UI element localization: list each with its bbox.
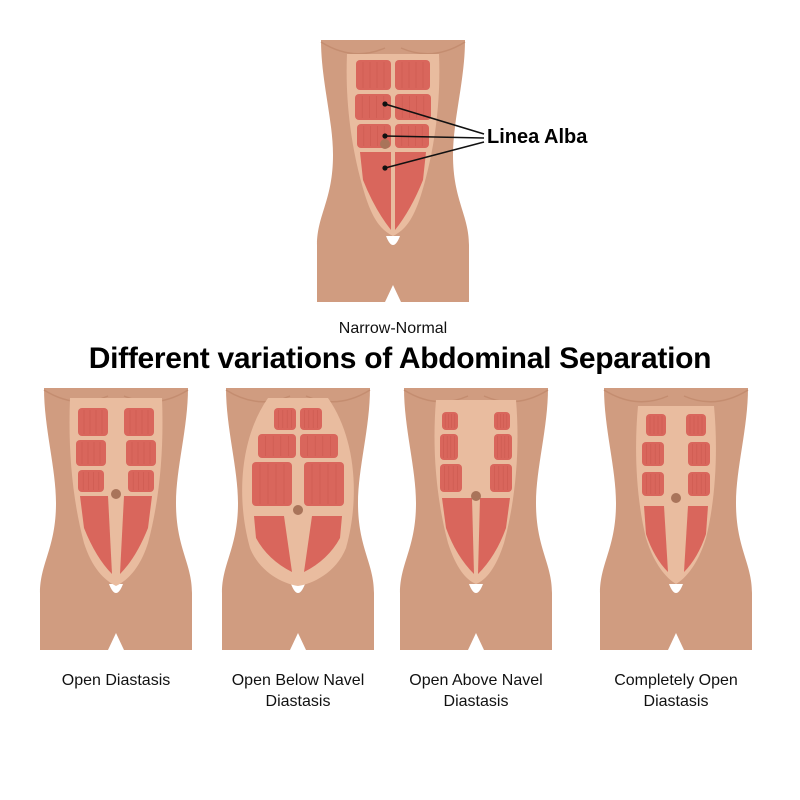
rectus-segment: [646, 414, 666, 436]
rectus-segment: [252, 462, 292, 506]
rectus-segment: [128, 470, 154, 492]
rectus-lower-right: [684, 506, 708, 572]
rectus-segment: [688, 442, 710, 466]
rectus-segment: [356, 60, 391, 90]
rectus-lower-right: [120, 496, 152, 574]
navel: [293, 505, 303, 515]
rectus-segment: [494, 412, 510, 430]
figure-label-open-diastasis: Open Diastasis: [61, 672, 171, 689]
rectus-segment: [490, 464, 512, 492]
rectus-lower-left: [360, 152, 391, 230]
linea-alba-pointer-lines: [382, 101, 485, 171]
rectus-segment: [126, 440, 156, 466]
rectus-lower-left: [644, 506, 668, 572]
rectus-segment: [642, 442, 664, 466]
navel: [380, 139, 390, 149]
rectus-lower-right: [478, 498, 510, 574]
rectus-lower-right: [304, 516, 342, 572]
rectus-lower-right: [395, 152, 426, 230]
rectus-segment: [395, 94, 431, 120]
rectus-segment: [304, 462, 344, 506]
rectus-segment: [395, 60, 430, 90]
linea-alba-label: Linea Alba: [487, 126, 588, 148]
torso-completely-open: [600, 388, 752, 650]
crotch-gap: [386, 236, 400, 245]
crotch-gap: [109, 584, 123, 593]
page-title: Different variations of Abdominal Separa…: [88, 342, 712, 375]
rectus-segment: [442, 412, 458, 430]
torso-open-above-navel: [400, 388, 552, 650]
figure-label-open-below-navel: Open Below Navel Diastasis: [231, 672, 365, 710]
rectus-segment: [78, 408, 108, 436]
rectus-segment: [440, 464, 462, 492]
navel: [671, 493, 681, 503]
crotch-gap: [291, 584, 305, 593]
rectus-segment: [642, 472, 664, 496]
rectus-segment: [440, 434, 458, 460]
crotch-gap: [669, 584, 683, 593]
torso-open-diastasis: [40, 388, 192, 650]
rectus-segment: [124, 408, 154, 436]
rectus-segment: [494, 434, 512, 460]
rectus-segment: [688, 472, 710, 496]
crotch-gap: [469, 584, 483, 593]
rectus-segment: [258, 434, 296, 458]
navel: [471, 491, 481, 501]
figure-label-narrow-normal: Narrow-Normal: [338, 320, 448, 337]
torso-narrow-normal: [317, 40, 469, 302]
navel: [111, 489, 121, 499]
rectus-lower-left: [254, 516, 292, 572]
rectus-segment: [355, 94, 391, 120]
torso-open-below-navel: [222, 388, 374, 650]
figure-label-completely-open: Completely Open Diastasis: [614, 672, 738, 710]
rectus-segment: [300, 408, 322, 430]
rectus-segment: [300, 434, 338, 458]
rectus-lower-left: [80, 496, 112, 574]
rectus-segment: [78, 470, 104, 492]
figure-label-open-above-navel: Open Above Navel Diastasis: [409, 672, 543, 710]
rectus-segment: [686, 414, 706, 436]
rectus-segment: [274, 408, 296, 430]
rectus-lower-left: [442, 498, 474, 574]
rectus-segment: [76, 440, 106, 466]
